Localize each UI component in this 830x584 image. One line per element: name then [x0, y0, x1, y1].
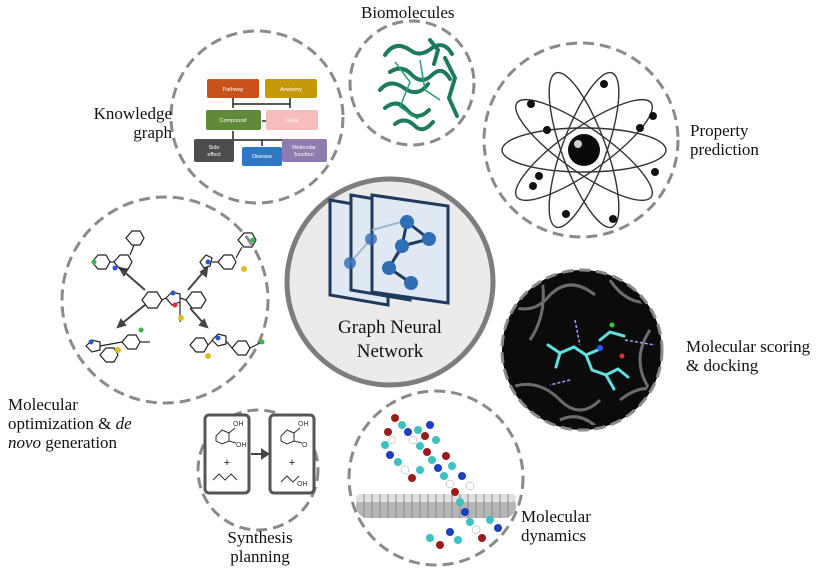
circle-optimization	[60, 195, 270, 405]
gnn-icon	[328, 193, 450, 307]
gnn-node	[395, 239, 409, 253]
label-optimization-line3: novo generation	[8, 433, 132, 452]
kg-node-gene: Gene	[285, 118, 298, 124]
label-optimization-de: de	[115, 414, 132, 433]
kg-node-anatomy: Anatomy	[280, 87, 302, 93]
circle-synthesis	[196, 408, 320, 532]
circle-knowledge-graph	[169, 29, 345, 205]
circle-biomolecules	[348, 19, 476, 147]
gnn-node	[404, 276, 418, 290]
label-property-line2: prediction	[690, 140, 759, 159]
atom-electrons	[527, 80, 659, 223]
kg-node-side-effect-1: Side	[208, 145, 219, 151]
circle-dynamics	[347, 389, 525, 567]
synthesis-oh-3: OH	[298, 421, 309, 428]
synthesis-oh-1: OH	[233, 421, 244, 428]
kg-node-pathway: Pathway	[222, 87, 243, 93]
circle-property-prediction	[482, 41, 680, 239]
label-biomolecules: Biomolecules	[361, 3, 455, 22]
gnn-node	[365, 233, 377, 245]
gnn-node	[400, 215, 414, 229]
label-synthesis-line1: Synthesis	[227, 528, 293, 547]
label-dynamics: Molecular dynamics	[521, 507, 591, 545]
label-scoring-line2: & docking	[686, 356, 759, 375]
label-knowledge-graph: Knowledge graph	[84, 104, 172, 142]
knowledge-graph-figure: Pathway Anatomy Compound Gene Side effec…	[194, 79, 327, 166]
label-dynamics-line2: dynamics	[521, 526, 587, 545]
protein-detail	[394, 59, 441, 120]
label-synthesis-planning: Synthesis planning	[218, 528, 302, 566]
gnn-node	[422, 232, 436, 246]
dynamics-figure	[356, 414, 516, 549]
synthesis-oh-2: OH	[236, 442, 247, 449]
label-optimization-novo: novo	[8, 433, 42, 452]
atom-nucleus	[568, 134, 600, 166]
optimization-figure	[85, 230, 265, 363]
kg-node-side-effect-2: effect	[207, 152, 221, 158]
label-synthesis-line2: planning	[230, 547, 290, 566]
gnn-node	[382, 261, 396, 275]
protein-icon	[378, 38, 459, 132]
synthesis-o: O	[302, 442, 308, 449]
center-title-line1: Graph Neural	[338, 317, 442, 338]
label-optimization-line2-text: optimization &	[8, 414, 116, 433]
label-knowledge-graph-line1: Knowledge	[93, 104, 172, 123]
label-property-line1: Property	[690, 121, 749, 140]
circle-docking	[500, 268, 664, 432]
label-property-prediction: Property prediction	[690, 121, 759, 159]
label-optimization-line1: Molecular	[8, 395, 78, 414]
label-optimization-line3-text: generation	[41, 433, 118, 452]
kg-node-molecular-function-1: Molecular	[292, 145, 316, 151]
dashed-circles	[60, 19, 680, 567]
label-knowledge-graph-line2: graph	[133, 123, 172, 142]
synthesis-oh-4: OH	[297, 481, 308, 488]
gnn-node	[344, 257, 356, 269]
synthesis-plus-1: +	[224, 457, 230, 469]
label-dynamics-line1: Molecular	[521, 507, 591, 526]
synthesis-figure: OH OH OH O OH + +	[203, 413, 316, 495]
center-title-line2: Network	[356, 341, 424, 362]
synthesis-plus-2: +	[289, 457, 295, 469]
atom-icon	[501, 71, 667, 229]
label-scoring-docking: Molecular scoring & docking	[686, 337, 810, 375]
label-scoring-line1: Molecular scoring	[686, 337, 811, 356]
kg-node-disease: Disease	[252, 154, 272, 160]
label-optimization: Molecular optimization & de novo generat…	[8, 395, 132, 452]
kg-node-molecular-function-2: function	[294, 152, 313, 158]
label-optimization-line2: optimization & de	[8, 414, 132, 433]
center-title: Graph Neural Network	[320, 316, 460, 364]
kg-node-compound: Compound	[220, 118, 247, 124]
